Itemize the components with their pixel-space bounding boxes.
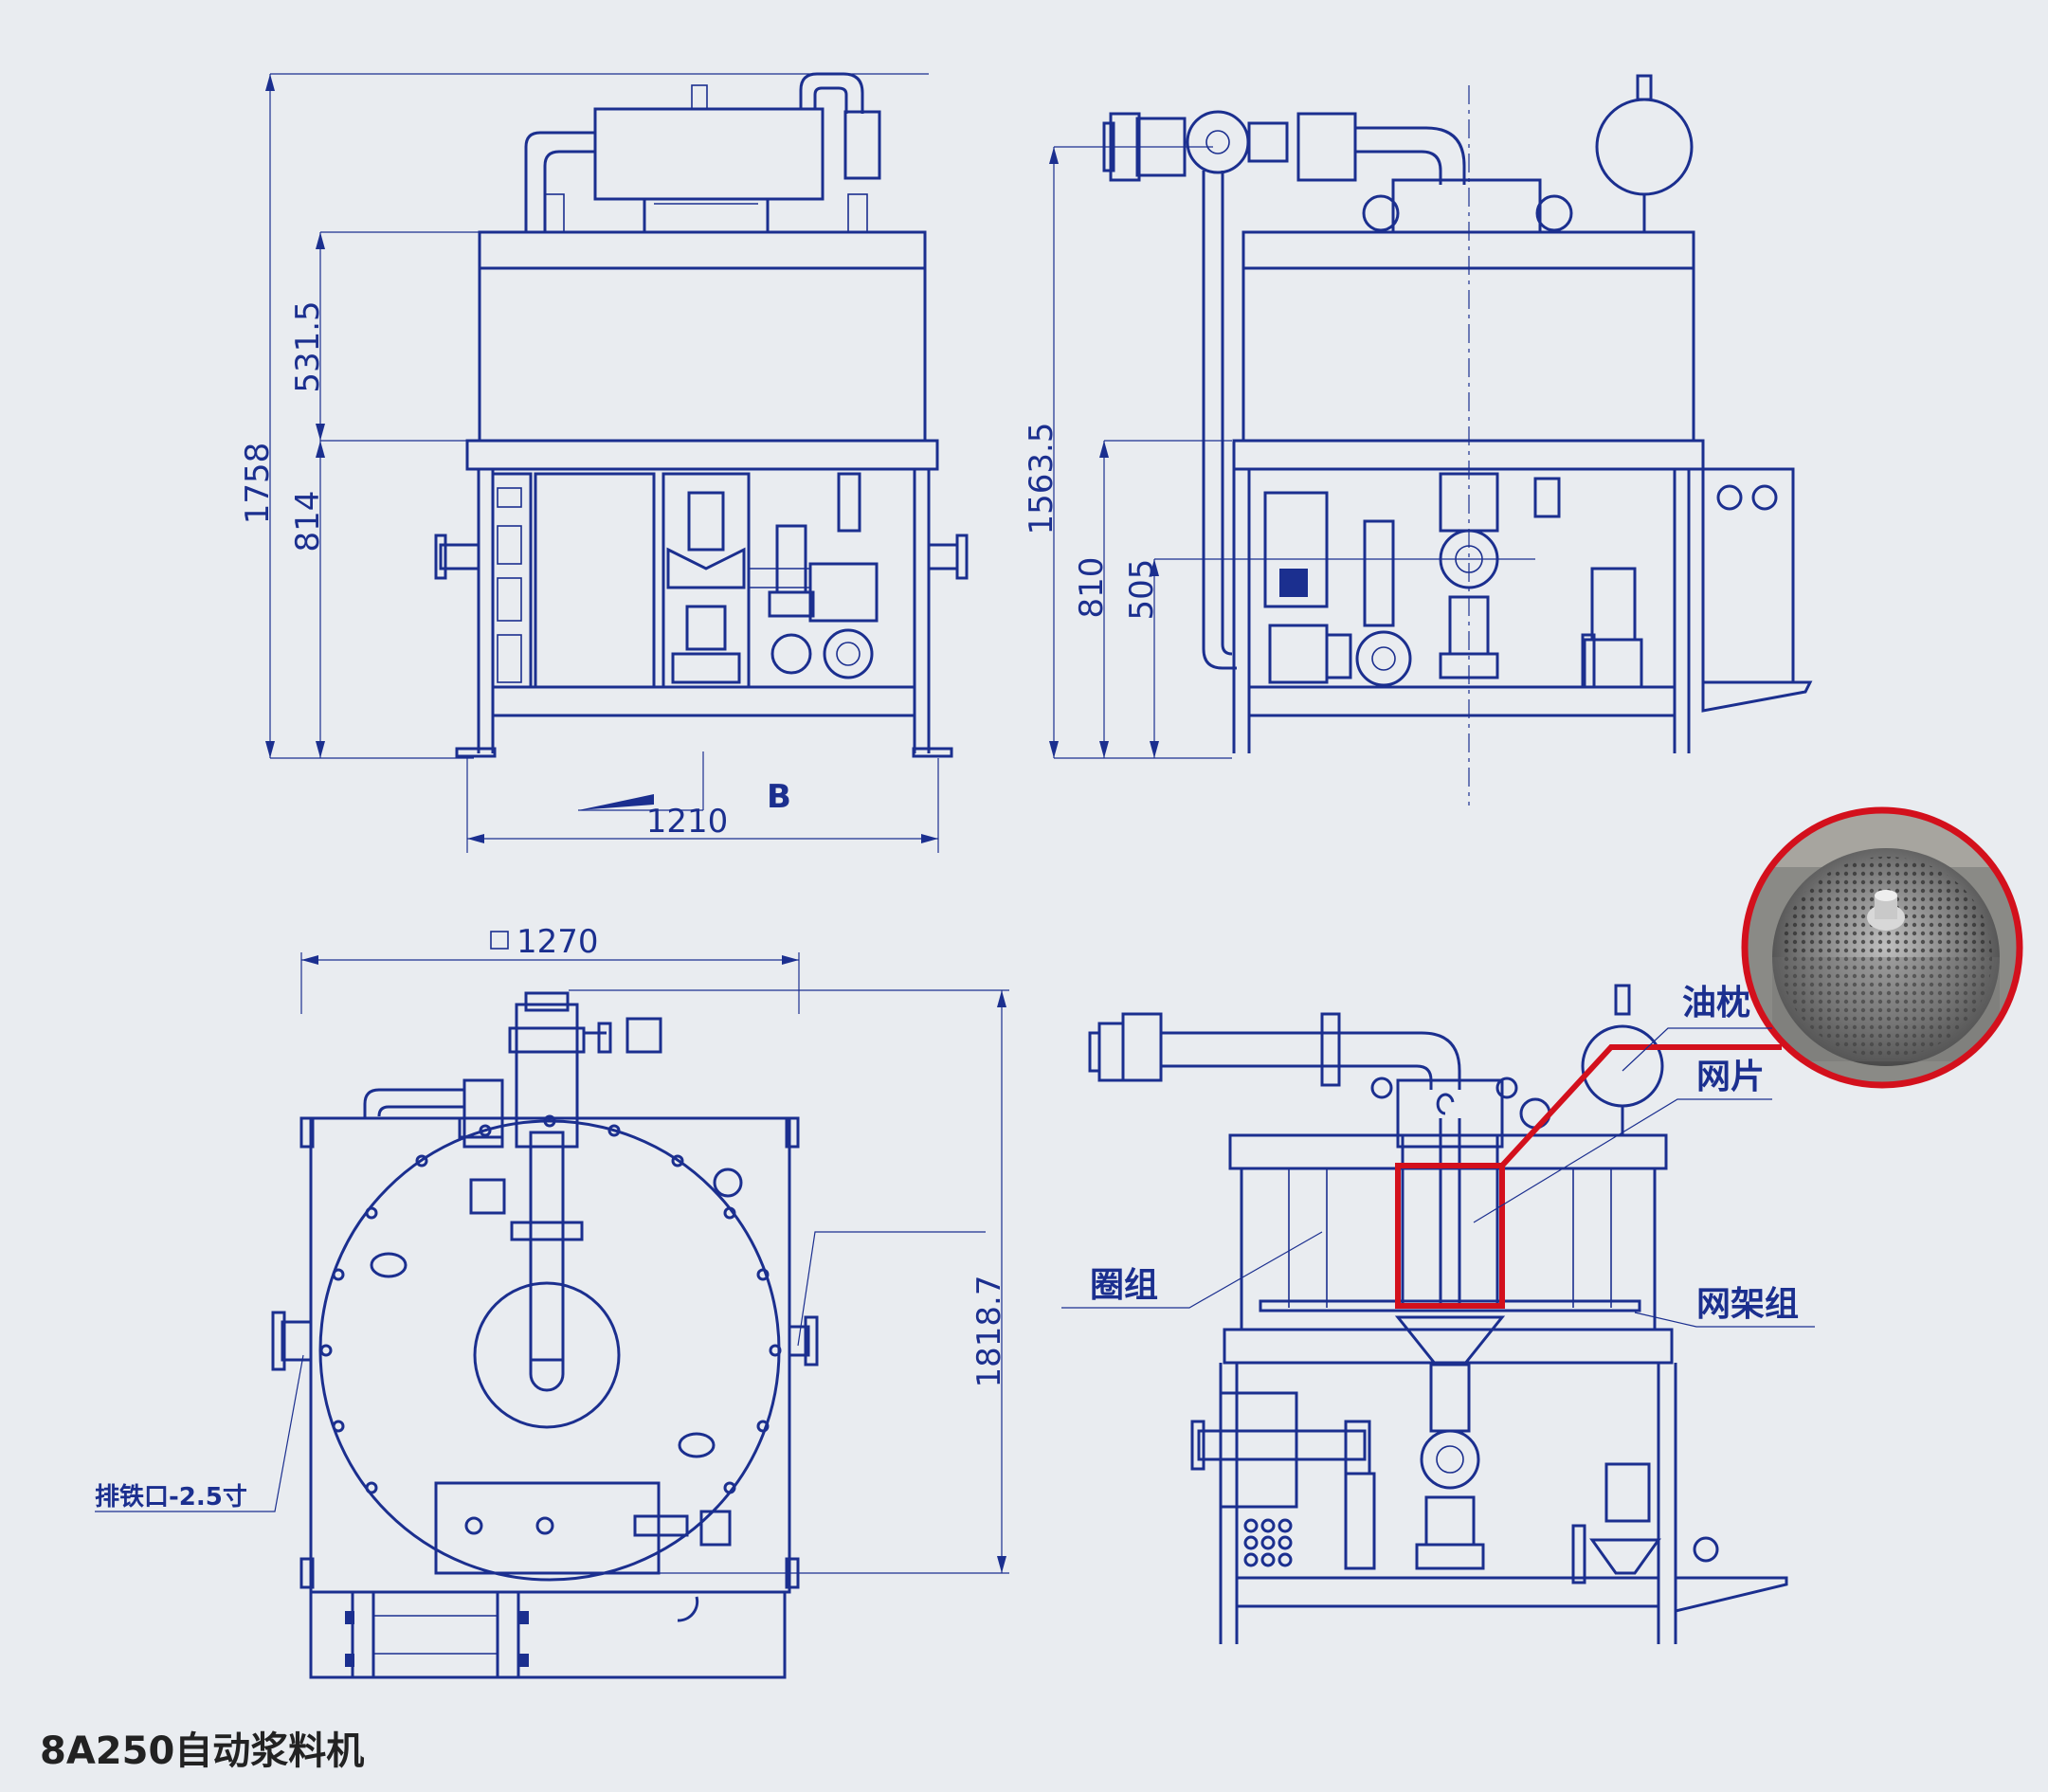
label-iron-outlet: 排铁口-2.5寸 xyxy=(95,1482,247,1511)
front-elevation: 1758 531.5 814 xyxy=(239,72,969,853)
dim-width: 1210 xyxy=(646,803,729,841)
plan-view: 1270 1818.7 xyxy=(95,923,1009,1679)
photo-frame xyxy=(1741,806,2023,1089)
section-mark: B xyxy=(767,778,791,816)
dim-upper-height: 531.5 xyxy=(289,300,327,392)
dim-side-lower-height: 810 xyxy=(1073,557,1111,619)
label-mesh-frame-group: 网架组 xyxy=(1696,1285,1799,1324)
side-elevation: 1563.5 810 505 xyxy=(1023,74,1813,805)
label-coil-group: 圈组 xyxy=(1090,1266,1158,1305)
dim-square-size: 1270 xyxy=(517,923,599,961)
label-oil-pillow: 油枕 xyxy=(1682,984,1750,1023)
dim-lower-height: 814 xyxy=(289,491,327,552)
mesh-photo xyxy=(1745,810,2020,1085)
page-title: 8A250自动浆料机 xyxy=(40,1729,365,1773)
dim-side-total-height: 1563.5 xyxy=(1023,423,1060,535)
vent-holes xyxy=(1243,1518,1293,1567)
dim-plan-depth: 1818.7 xyxy=(970,1276,1008,1388)
dim-total-height: 1758 xyxy=(239,443,277,525)
label-mesh-sheet: 网片 xyxy=(1696,1058,1765,1096)
bolt-holes xyxy=(319,1114,782,1494)
section-view: 油枕 网片 圈组 网架组 xyxy=(1061,806,2023,1644)
dim-inlet-height: 505 xyxy=(1123,559,1161,621)
